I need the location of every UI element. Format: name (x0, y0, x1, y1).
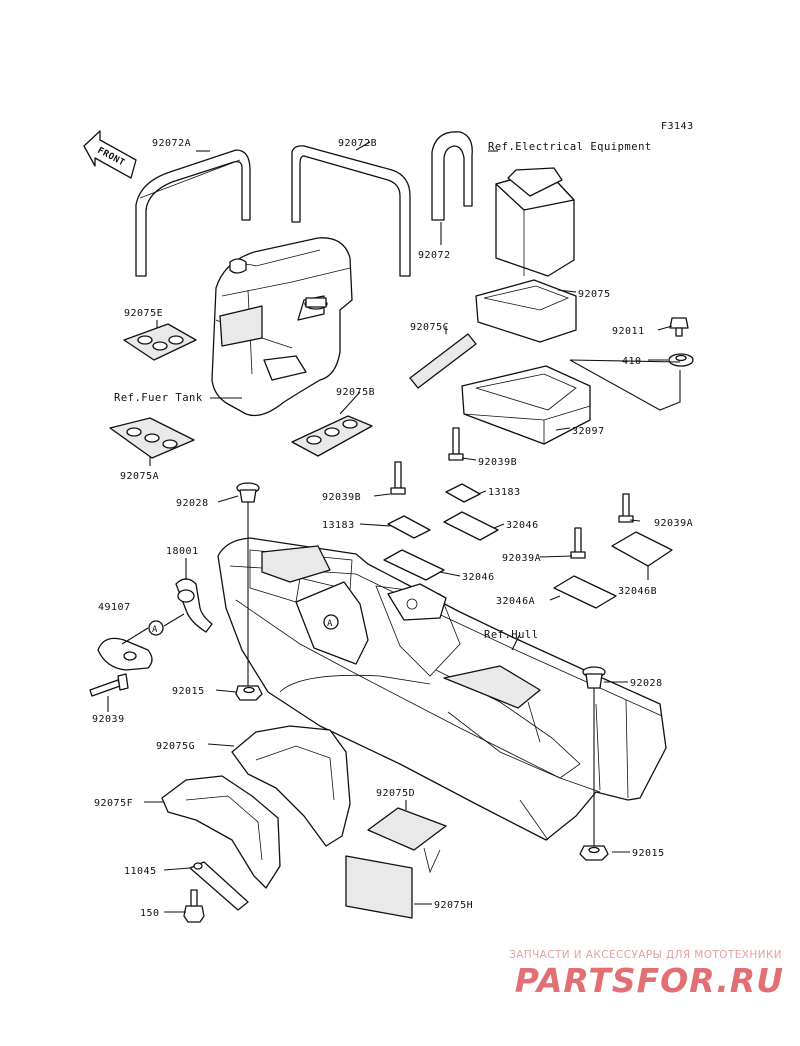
label-92075B: 92075B (336, 387, 375, 398)
label-92039A-mid: 92039A (502, 553, 541, 564)
label-13183-lower: 13183 (322, 520, 355, 531)
nut-92015-right (579, 845, 609, 861)
grommet-92028-right (582, 666, 606, 689)
strap-92072A (135, 149, 251, 277)
label-92028-right: 92028 (630, 678, 663, 689)
bolt-92039A-1 (570, 527, 586, 559)
bolt-92039A-2 (618, 493, 634, 523)
svg-text:A: A (152, 625, 158, 635)
bracket-32046B (611, 531, 673, 567)
part-18001 (175, 578, 213, 633)
ref-electrical-equipment: Ref.Electrical Equipment (488, 141, 652, 153)
label-92015-right: 92015 (632, 848, 665, 859)
bracket-32046-upper (443, 511, 499, 541)
label-92075C: 92075C (410, 322, 449, 333)
label-32046A: 32046A (496, 596, 535, 607)
bracket-11045 (189, 861, 249, 911)
bracket-13183-upper (445, 483, 481, 503)
watermark-logo: PARTSFOR.RU (514, 961, 784, 1000)
grommet-92028-top (236, 482, 260, 503)
leader-lines (107, 141, 681, 913)
nut-92015-left (235, 685, 263, 701)
label-92072B: 92072B (338, 138, 377, 149)
strap-92072B (291, 145, 411, 277)
label-92075E: 92075E (124, 308, 163, 319)
label-32097: 32097 (572, 426, 605, 437)
ref-hull: Ref.Hull (484, 629, 539, 641)
callout-a-left: A (148, 620, 164, 636)
battery (495, 167, 575, 277)
label-92039A-right: 92039A (654, 518, 693, 529)
label-410: 410 (622, 356, 642, 367)
bolt-92039B-1 (390, 461, 406, 495)
ref-fuel-tank: Ref.Fuer Tank (114, 392, 203, 404)
label-32046-upper: 32046 (506, 520, 539, 531)
svg-text:A: A (327, 619, 333, 629)
pad-92075A (109, 417, 195, 459)
battery-box-32097 (461, 365, 591, 445)
label-92028-top: 92028 (176, 498, 209, 509)
label-92072A: 92072A (152, 138, 191, 149)
part-49107 (97, 637, 153, 671)
pad-92075E (123, 323, 197, 361)
label-92075F: 92075F (94, 798, 133, 809)
watermark-tagline: ЗАПЧАСТИ И АКСЕССУАРЫ ДЛЯ МОТОТЕХНИКИ (509, 949, 782, 961)
pad-92075C (409, 333, 477, 389)
label-92039B-upper: 92039B (478, 457, 517, 468)
bolt-92039 (89, 673, 129, 697)
foam-92075F (161, 775, 281, 889)
label-92072: 92072 (418, 250, 451, 261)
label-92039: 92039 (92, 714, 125, 725)
label-32046-lower: 32046 (462, 572, 495, 583)
label-92075A: 92075A (120, 471, 159, 482)
label-92011: 92011 (612, 326, 645, 337)
label-92075: 92075 (578, 289, 611, 300)
foam-92075G (231, 725, 351, 847)
label-92075G: 92075G (156, 741, 195, 752)
fuel-tank (211, 237, 353, 417)
sheet-92075H (345, 855, 413, 919)
bracket-32046-lower (383, 549, 445, 581)
label-11045: 11045 (124, 866, 157, 877)
bolt-150 (183, 889, 205, 923)
figure-code: F3143 (661, 121, 694, 132)
pad-92075B (291, 415, 373, 457)
bracket-13183-lower (387, 515, 431, 539)
label-92075H: 92075H (434, 900, 473, 911)
tray-92075 (475, 279, 577, 343)
bolt-92011 (669, 317, 689, 337)
hull (217, 537, 667, 841)
label-92039B-lower: 92039B (322, 492, 361, 503)
label-49107: 49107 (98, 602, 131, 613)
label-150: 150 (140, 908, 160, 919)
label-92075D: 92075D (376, 788, 415, 799)
bracket-32046A (553, 575, 617, 609)
strap-92072 (431, 131, 473, 221)
washer-410 (668, 353, 694, 367)
label-92015-left: 92015 (172, 686, 205, 697)
label-13183-upper: 13183 (488, 487, 521, 498)
bolt-92039B-2 (448, 427, 464, 461)
label-32046B: 32046B (618, 586, 657, 597)
sheet-92075D (367, 807, 447, 851)
front-arrow: FRONT (83, 130, 137, 179)
callout-a-hull: A (323, 614, 339, 630)
label-18001: 18001 (166, 546, 199, 557)
